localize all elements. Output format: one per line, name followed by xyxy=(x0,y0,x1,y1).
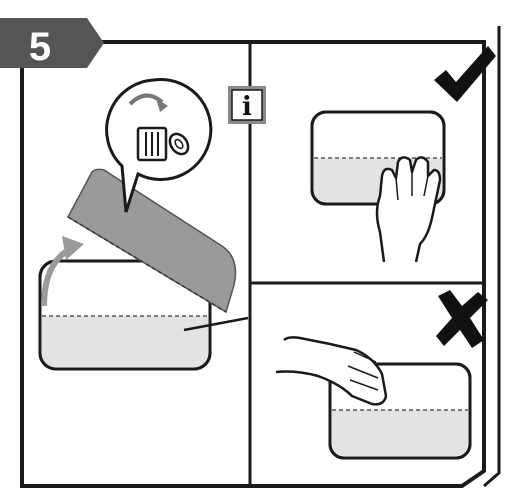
cross-mark-icon xyxy=(436,290,488,348)
info-badge: i xyxy=(228,86,266,124)
hand-icon xyxy=(377,157,440,262)
bottom-right-panel xyxy=(276,290,488,458)
left-panel xyxy=(40,80,248,369)
check-mark-icon xyxy=(434,46,496,102)
step-badge: 5 xyxy=(0,18,104,69)
info-icon: i xyxy=(242,92,252,122)
step-number: 5 xyxy=(29,25,51,69)
top-right-panel xyxy=(312,46,496,262)
